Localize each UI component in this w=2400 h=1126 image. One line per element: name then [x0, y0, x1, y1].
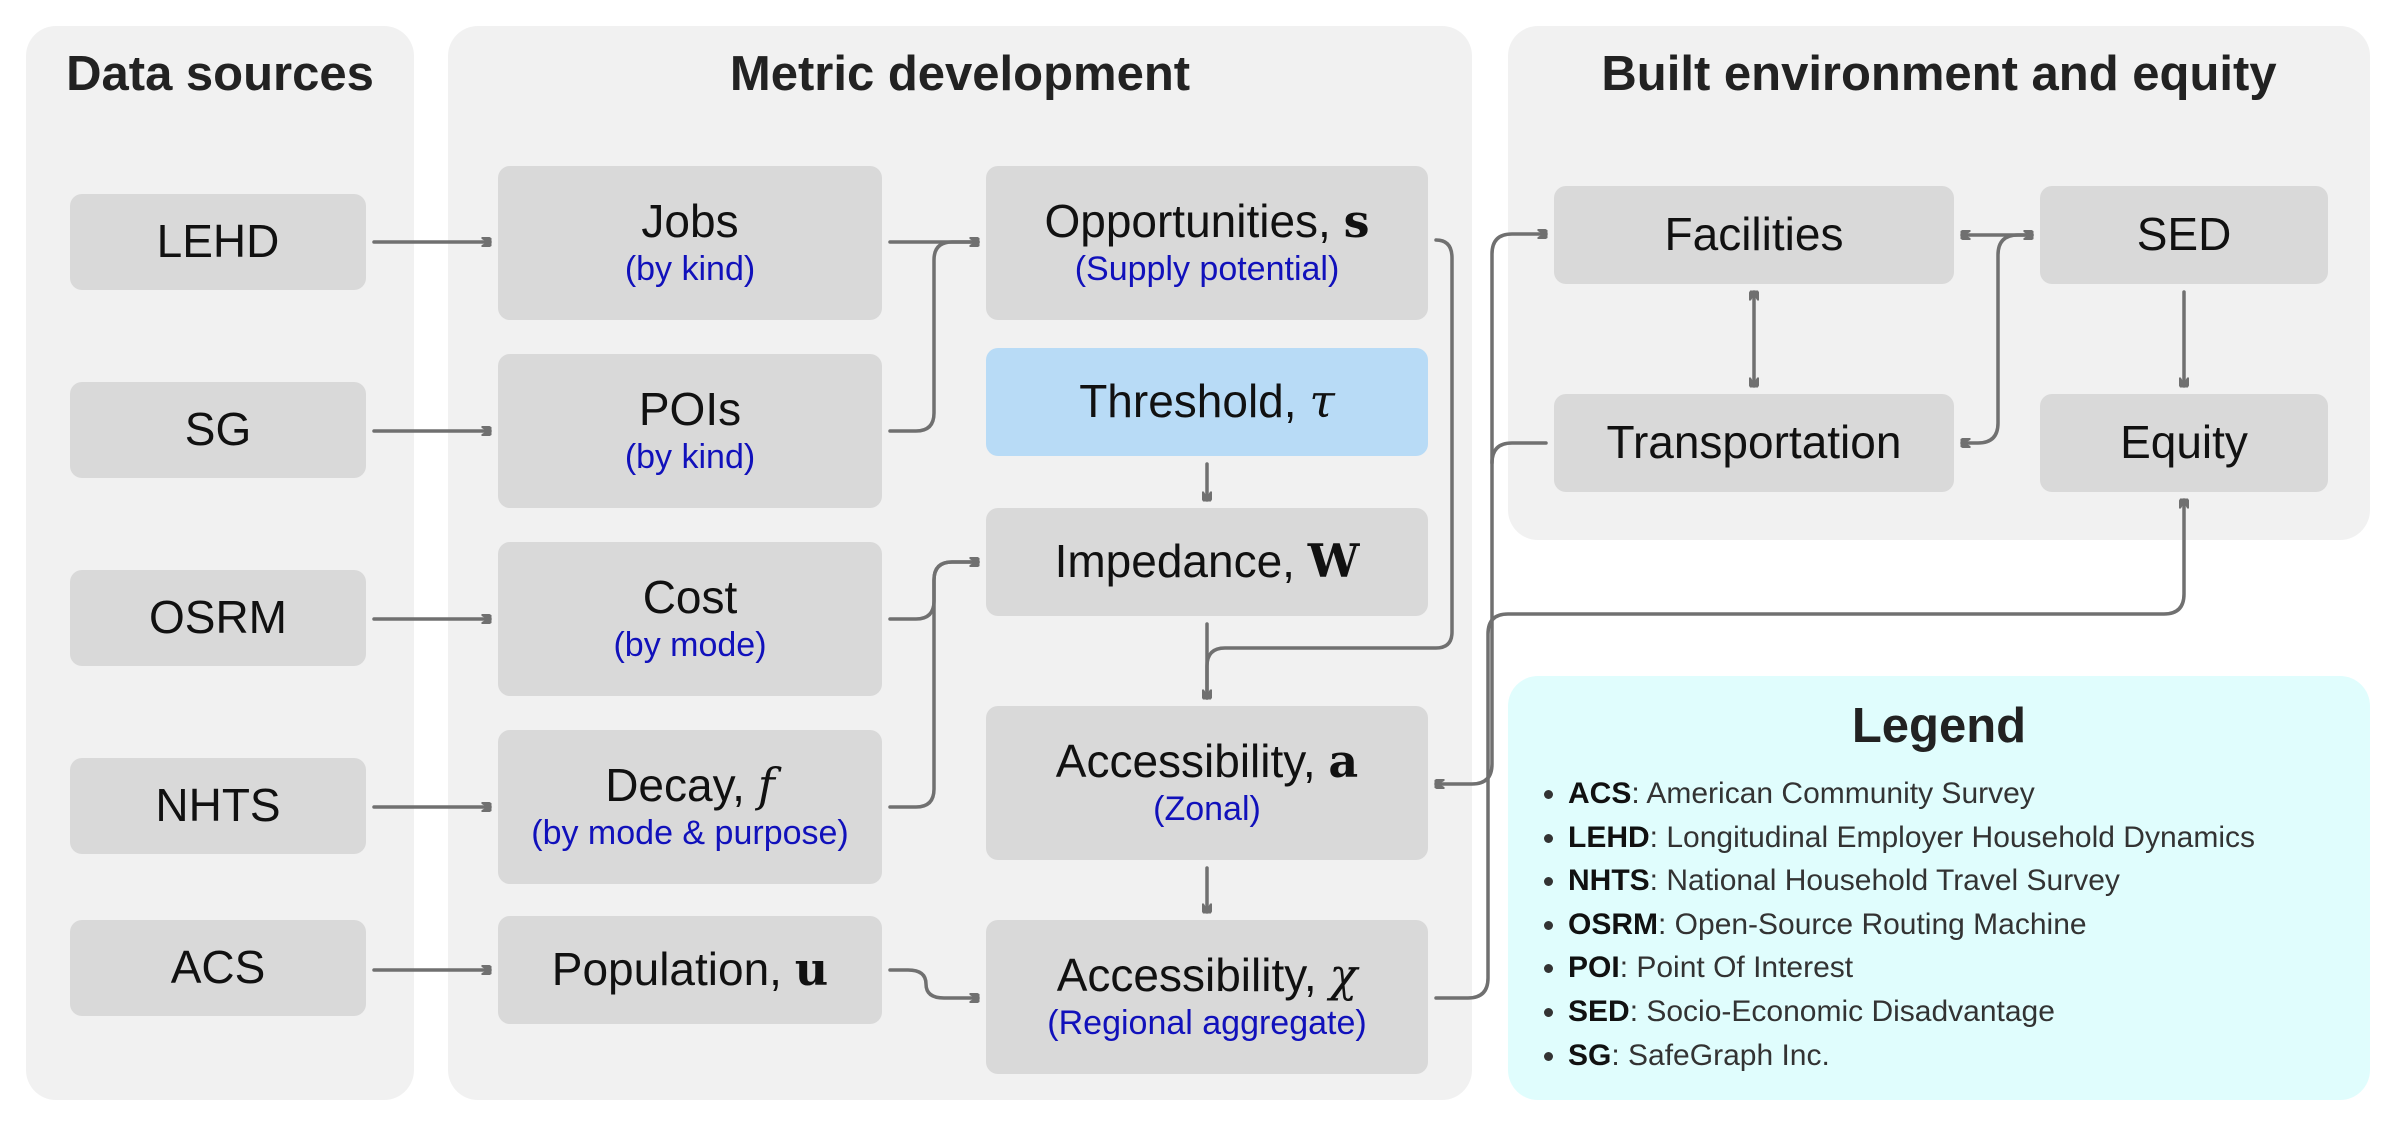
impedance-label: Impedance,: [1054, 535, 1308, 588]
accessibility-zonal-subtitle: (Zonal): [1153, 789, 1261, 828]
opportunities-subtitle: (Supply potential): [1074, 249, 1340, 288]
source-nhts-label: NHTS: [155, 779, 281, 832]
transportation-label: Transportation: [1606, 416, 1902, 469]
legend-item: OSRM: Open-Source Routing Machine: [1568, 903, 2388, 947]
pois-subtitle: (by kind): [624, 437, 756, 476]
opportunities-symbol: s: [1343, 193, 1370, 248]
threshold-title: Threshold, τ: [1079, 374, 1335, 429]
sed-node: SED: [2040, 186, 2328, 284]
legend-item: SED: Socio-Economic Disadvantage: [1568, 990, 2388, 1034]
transportation-node: Transportation: [1554, 394, 1954, 492]
legend-list: ACS: American Community Survey LEHD: Lon…: [1530, 772, 2388, 1077]
source-osrm-label: OSRM: [149, 591, 287, 644]
legend-item: SG: SafeGraph Inc.: [1568, 1034, 2388, 1078]
source-osrm: OSRM: [70, 570, 366, 666]
jobs-label: Jobs: [641, 194, 739, 247]
legend-item: NHTS: National Household Travel Survey: [1568, 859, 2388, 903]
decay-subtitle: (by mode & purpose): [531, 813, 849, 852]
legend-abbr: SG: [1568, 1038, 1612, 1072]
impedance-node: Impedance, W: [986, 508, 1428, 616]
decay-title: Decay, f: [605, 757, 775, 812]
source-lehd: LEHD: [70, 194, 366, 290]
decay-node: Decay, f (by mode & purpose): [498, 730, 882, 884]
legend-abbr: LEHD: [1568, 820, 1650, 854]
data-sources-title: Data sources: [66, 47, 374, 101]
accessibility-regional-symbol: χ: [1329, 947, 1358, 1002]
threshold-symbol: τ: [1309, 374, 1335, 429]
facilities-node: Facilities: [1554, 186, 1954, 284]
population-symbol: u: [794, 942, 829, 997]
legend-text: : Socio-Economic Disadvantage: [1629, 994, 2055, 1028]
source-lehd-label: LEHD: [156, 215, 280, 268]
source-sg-label: SG: [184, 403, 252, 456]
legend-item: ACS: American Community Survey: [1568, 772, 2388, 816]
legend-item: POI: Point Of Interest: [1568, 946, 2388, 990]
source-sg: SG: [70, 382, 366, 478]
accessibility-zonal-label: Accessibility,: [1055, 734, 1329, 787]
opportunities-node: Opportunities, s (Supply potential): [986, 166, 1428, 320]
legend-text: : American Community Survey: [1631, 777, 2035, 810]
population-node: Population, u: [498, 916, 882, 1024]
legend-abbr: ACS: [1568, 777, 1632, 810]
legend-abbr: OSRM: [1568, 907, 1658, 941]
pois-label: POIs: [638, 382, 742, 435]
legend-abbr: POI: [1568, 951, 1620, 985]
cost-node: Cost (by mode): [498, 542, 882, 696]
threshold-node: Threshold, τ: [986, 348, 1428, 456]
impedance-title: Impedance, W: [1054, 534, 1360, 589]
metric-development-title: Metric development: [729, 47, 1191, 101]
cost-subtitle: (by mode): [613, 625, 767, 664]
decay-label: Decay,: [605, 758, 758, 811]
accessibility-regional-node: Accessibility, χ (Regional aggregate): [986, 920, 1428, 1074]
legend-text: : Point Of Interest: [1619, 951, 1854, 985]
source-acs: ACS: [70, 920, 366, 1016]
accessibility-zonal-title: Accessibility, a: [1055, 733, 1359, 788]
sed-label: SED: [2136, 208, 2232, 261]
opportunities-label: Opportunities,: [1044, 194, 1344, 247]
legend-abbr: SED: [1568, 994, 1630, 1028]
impedance-symbol: W: [1307, 534, 1360, 589]
jobs-subtitle: (by kind): [624, 249, 756, 288]
jobs-node: Jobs (by kind): [498, 166, 882, 320]
legend-title: Legend: [1851, 699, 2027, 753]
pois-node: POIs (by kind): [498, 354, 882, 508]
population-title: Population, u: [551, 942, 829, 997]
facilities-label: Facilities: [1664, 208, 1844, 261]
accessibility-regional-label: Accessibility,: [1056, 948, 1330, 1001]
equity-label: Equity: [2120, 416, 2248, 469]
legend-box: Legend ACS: American Community Survey LE…: [1508, 676, 2370, 1100]
accessibility-regional-subtitle: (Regional aggregate): [1047, 1003, 1367, 1042]
legend-text: : Open-Source Routing Machine: [1658, 907, 2087, 941]
source-nhts: NHTS: [70, 758, 366, 854]
legend-text: : SafeGraph Inc.: [1611, 1038, 1830, 1072]
legend-item: LEHD: Longitudinal Employer Household Dy…: [1568, 816, 2388, 860]
threshold-label: Threshold,: [1079, 375, 1310, 428]
population-label: Population,: [551, 943, 795, 996]
legend-text: : Longitudinal Employer Household Dynami…: [1649, 820, 2255, 854]
opportunities-title: Opportunities, s: [1044, 193, 1370, 248]
source-acs-label: ACS: [170, 941, 266, 994]
legend-abbr: NHTS: [1568, 864, 1650, 898]
accessibility-zonal-symbol: a: [1328, 733, 1359, 788]
built-environment-title: Built environment and equity: [1601, 47, 2277, 101]
decay-symbol: f: [757, 757, 775, 812]
legend-text: : National Household Travel Survey: [1649, 864, 2120, 898]
accessibility-zonal-node: Accessibility, a (Zonal): [986, 706, 1428, 860]
equity-node: Equity: [2040, 394, 2328, 492]
accessibility-regional-title: Accessibility, χ: [1056, 947, 1358, 1002]
cost-label: Cost: [642, 570, 738, 623]
